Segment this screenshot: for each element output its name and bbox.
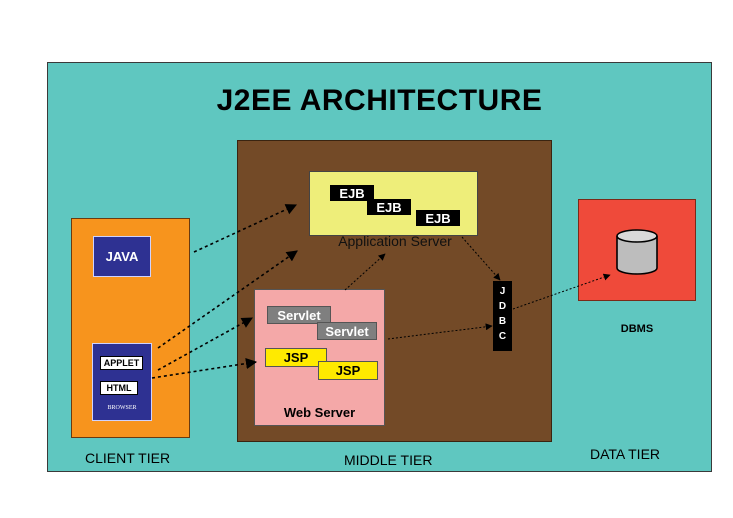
jdbc-letter: J xyxy=(499,286,506,297)
middle-tier-label: MIDDLE TIER xyxy=(344,452,433,468)
java-client-box: JAVA xyxy=(93,236,151,277)
jdbc-letter: B xyxy=(498,316,507,327)
app-server-to-jdbc-arrow xyxy=(461,236,501,281)
data-tier-label: DATA TIER xyxy=(590,446,661,462)
web-server-label: Web Server xyxy=(283,405,356,420)
ejb-block: EJB xyxy=(416,210,460,226)
diagram-title: J2EE ARCHITECTURE xyxy=(216,84,543,117)
web-server-to-jdbc-arrow xyxy=(387,323,493,340)
dbms-label: DBMS xyxy=(620,323,654,335)
applet-label: APPLET xyxy=(100,356,143,370)
jsp-block: JSP xyxy=(265,348,327,367)
application-server-label: Application Server xyxy=(338,233,452,249)
servlet-block: Servlet xyxy=(267,306,331,324)
html-label: HTML xyxy=(100,381,138,395)
java-to-app-server-arrow xyxy=(193,204,298,253)
jsp-block: JSP xyxy=(318,361,378,380)
jdbc-connector: J D B C xyxy=(493,281,512,351)
jdbc-letter: D xyxy=(498,301,507,312)
jdbc-letter: C xyxy=(498,331,507,342)
browser-to-web-server-arrow xyxy=(157,317,253,371)
web-to-app-server-arrow xyxy=(344,253,386,291)
client-tier-label: CLIENT TIER xyxy=(85,450,171,466)
ejb-block: EJB xyxy=(367,199,411,215)
servlet-block: Servlet xyxy=(317,322,377,340)
ejb-block: EJB xyxy=(330,185,374,201)
browser-to-app-server-arrow xyxy=(157,250,298,349)
browser-label: BROWSER xyxy=(107,405,137,411)
jdbc-to-dbms-arrow xyxy=(512,273,611,310)
database-icon xyxy=(616,229,658,275)
html-to-web-server-arrow xyxy=(151,357,258,379)
